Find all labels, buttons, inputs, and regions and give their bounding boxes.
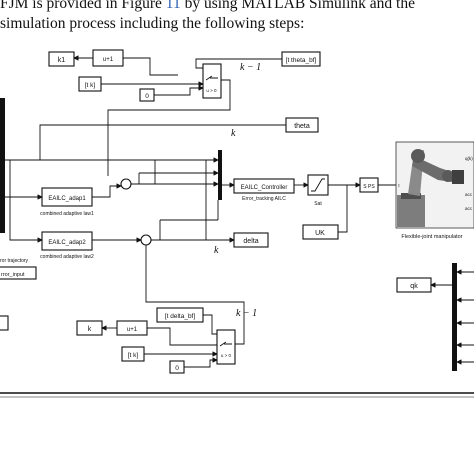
intro-line-2: simulation process including the followi… [0, 15, 305, 32]
uk-label: UK [315, 230, 325, 237]
controller-caption: Error_tracking AILC [242, 196, 286, 202]
switch-bottom[interactable] [216, 329, 236, 365]
left-bus[interactable] [0, 98, 5, 233]
mux-bus[interactable] [218, 150, 222, 200]
theta-bf-label: [t theta_bf] [286, 57, 317, 64]
delta-outport[interactable] [233, 232, 269, 248]
intro-line-1: FJM is provided in Figure 11 by using MA… [0, 0, 474, 14]
adap2-caption: combined adaptive law2 [40, 254, 94, 260]
adap1-label: EAILC_adap1 [48, 196, 86, 202]
k-minus-1-top: k − 1 [240, 62, 261, 73]
delta-bf-label: [t delta_bf] [165, 313, 196, 320]
port-tau: τ [398, 183, 400, 188]
switch-bottom-symbol [219, 341, 232, 347]
controller-label: EAILC_Controller [241, 185, 288, 191]
port-qk: q(k) [465, 156, 473, 161]
k-minus-1-bottom: k − 1 [236, 308, 257, 319]
left-caption-error-input: rror_input [1, 272, 25, 278]
eailc-controller-block[interactable] [233, 178, 295, 194]
const-zero-top-label: 0 [145, 93, 149, 100]
switch-top-symbol [205, 75, 218, 81]
adap2-label: EAILC_adap2 [48, 240, 86, 246]
k-label-mid-1: k [231, 128, 236, 139]
fcn-top-label: u+1 [103, 57, 114, 63]
tk-bottom-label: [t k] [128, 352, 139, 359]
saturation-icon [311, 178, 325, 192]
port-acc-1: acc [465, 192, 473, 197]
sps-label: S PS [363, 184, 375, 190]
manipulator-caption: Flexible-joint manipulator [401, 234, 462, 240]
switch-bottom-label: u > 0 [221, 353, 232, 358]
tk-top-label: [t k] [85, 82, 96, 89]
const-zero-bottom-label: 0 [175, 365, 179, 372]
fcn-bottom-label: u+1 [127, 327, 138, 333]
adap1-caption: combined adaptive law1 [40, 211, 94, 217]
figure-reference-link[interactable]: 11 [165, 0, 181, 12]
uk-outport[interactable] [302, 224, 339, 240]
flexible-joint-manipulator-image[interactable] [395, 141, 474, 229]
switch-top[interactable] [202, 63, 222, 99]
switch-top-label: u > 0 [206, 88, 217, 93]
left-caption-trajectory: ror trajectory [0, 258, 29, 264]
k-outport-label: k [88, 326, 92, 333]
error-input-block[interactable] [0, 266, 37, 280]
sum-junction-bottom[interactable] [140, 234, 152, 246]
sum-junction-top[interactable] [120, 178, 132, 190]
sat-caption: Sat [314, 201, 322, 207]
left-partial-block[interactable] [0, 315, 9, 331]
port-acc-2: acc [465, 206, 473, 211]
right-bus[interactable] [452, 263, 457, 371]
intro-text: FJM is provided in Figure 11 by using MA… [0, 0, 474, 34]
theta-label: theta [294, 123, 310, 130]
delta-label: delta [243, 238, 258, 245]
k-label-mid-2: k [214, 245, 219, 256]
k1-label: k1 [58, 57, 66, 64]
qk-label: qk [410, 283, 418, 290]
